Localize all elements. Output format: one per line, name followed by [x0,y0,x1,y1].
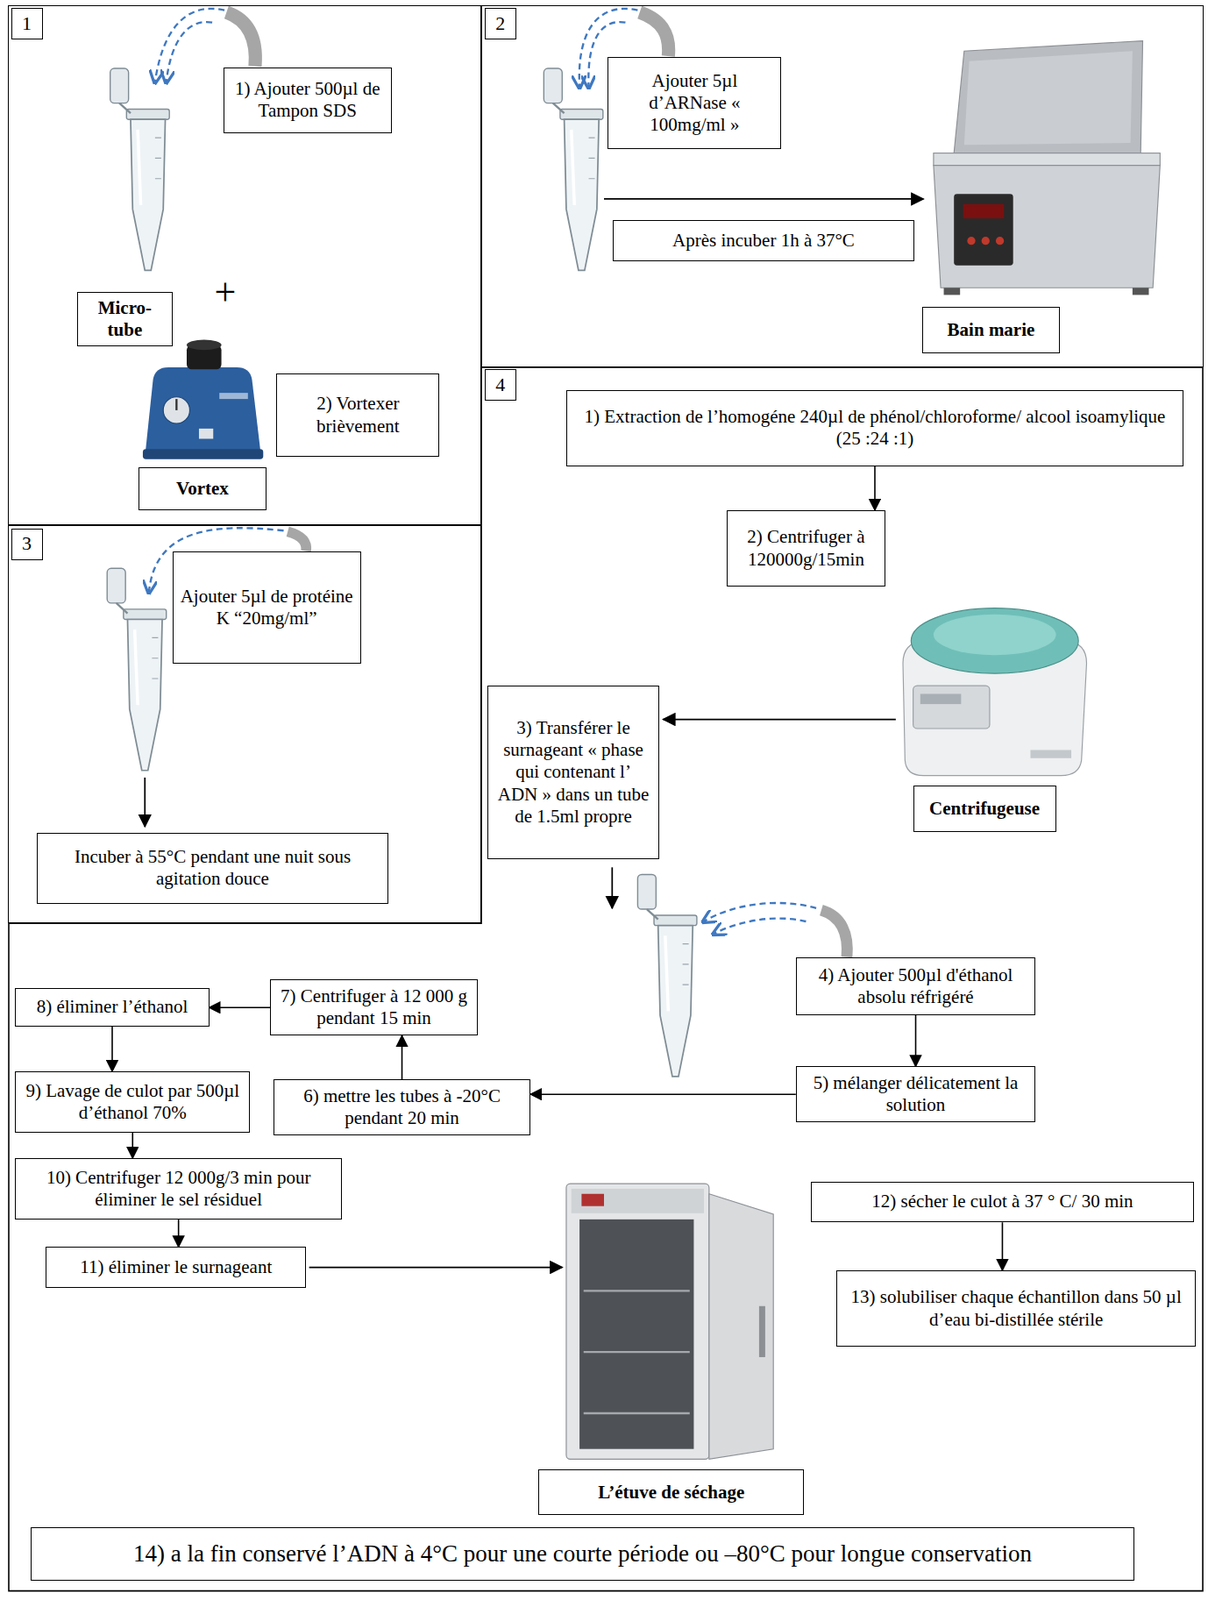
micro-tube-drawing [543,68,604,271]
step-box: Ajouter 5µl de protéine K “20mg/ml” [172,551,362,664]
flow-arrow [663,718,896,721]
centrifuge-drawing [902,608,1087,776]
step-box: Ajouter 5µl d’ARNase « 100mg/ml » [607,56,782,150]
water-bath-drawing [933,41,1160,296]
flow-arrow [131,1132,134,1159]
flow-arrow [874,466,876,511]
micro-tube-drawing [106,568,167,770]
flow-arrow [143,777,146,827]
step-text: 4) Ajouter 500µl d'éthanol absolu réfrig… [803,964,1029,1009]
step-text: 14) a la fin conservé l’ADN à 4°C pour u… [133,1539,1032,1568]
step-text: Ajouter 5µl d’ARNase « 100mg/ml » [615,70,774,137]
step-text: 6) mettre les tubes à -20°C pendant 20 m… [281,1085,523,1130]
step-box: 9) Lavage de culot par 500µl d’éthanol 7… [14,1071,250,1133]
step-number-box: 4 [484,369,517,401]
step-number-box: 3 [11,528,43,561]
flow-arrow [915,1015,917,1066]
flow-arrow [401,1035,404,1080]
equipment-label: Bain marie [922,306,1060,353]
step-number-box: 1 [11,7,43,40]
step-box: 13) solubiliser chaque échantillon dans … [836,1270,1196,1347]
micro-tube-drawing [110,68,171,271]
step-number: 1 [21,12,32,36]
step-text: Ajouter 5µl de protéine K “20mg/ml” [180,585,354,630]
step-number-box: 2 [484,7,517,40]
step-box: 11) éliminer le surnageant [45,1246,306,1288]
step-box: 2) Vortexer brièvement [276,373,440,457]
panel-border [8,367,1203,1592]
step-box: Incuber à 55°C pendant une nuit sous agi… [36,832,390,904]
drying-oven-drawing [566,1183,774,1459]
step-box: 10) Centrifuger 12 000g/3 min pour élimi… [14,1158,342,1220]
step-box: 8) éliminer l’éthanol [14,987,209,1027]
step-text: 1) Ajouter 500µl de Tampon SDS [231,78,384,122]
step-text: 1) Extraction de l’homogéne 240µl de phé… [574,405,1176,450]
micro-tube-drawing [637,874,697,1076]
step-text: 2) Centrifuger à 120000g/15min [734,525,879,570]
step-text: 13) solubiliser chaque échantillon dans … [844,1286,1188,1330]
step-text: 12) sécher le culot à 37 ° C/ 30 min [871,1190,1133,1213]
add-arrow [703,902,847,958]
step-text: 9) Lavage de culot par 500µl d’éthanol 7… [22,1080,242,1124]
plus-sign: + [213,273,236,313]
step-number: 4 [495,373,505,397]
step-box: 7) Centrifuger à 12 000 g pendant 15 min [270,979,477,1036]
equipment-name: Micro-tube [85,297,164,342]
flow-arrow [177,1219,180,1247]
step-text: Après incuber 1h à 37°C [672,229,855,252]
step-box: 12) sécher le culot à 37 ° C/ 30 min [810,1181,1194,1223]
flow-arrow [209,1006,271,1009]
step-text: 7) Centrifuger à 12 000 g pendant 15 min [277,985,469,1030]
equipment-name: Bain marie [947,319,1036,342]
step-text: 5) mélanger délicatement la solution [803,1072,1029,1116]
step-box: 6) mettre les tubes à -20°C pendant 20 m… [273,1079,531,1136]
step-box: 1) Extraction de l’homogéne 240µl de phé… [566,390,1184,467]
step-number: 2 [495,12,505,36]
step-panel: 1) Extraction de l’homogéne 240µl de phé… [7,367,1204,1592]
flow-arrow [111,1026,114,1072]
flow-arrow [1001,1222,1004,1271]
flow-arrow [530,1093,796,1095]
equipment-label: Centrifugeuse [913,785,1057,832]
step-text: 3) Transférer le surnageant « phase qui … [495,717,652,828]
flow-arrow [604,198,924,200]
step-text: 11) éliminer le surnageant [79,1256,272,1279]
step-text: 10) Centrifuger 12 000g/3 min pour élimi… [22,1166,334,1211]
equipment-name: L’étuve de séchage [597,1481,745,1504]
step-box: Après incuber 1h à 37°C [612,220,914,262]
step-panel: Ajouter 5µl de protéine K “20mg/ml” Incub… [7,525,482,924]
flow-arrow [611,866,613,909]
equipment-name: Vortex [176,477,229,500]
equipment-label: Vortex [138,467,266,511]
equipment-label: Micro-tube [77,291,172,347]
step-panel: Ajouter 5µl d’ARNase « 100mg/ml » Après i… [481,5,1204,368]
step-text: Incuber à 55°C pendant une nuit sous agi… [44,845,382,890]
step-text: 8) éliminer l’éthanol [36,995,189,1018]
equipment-name: Centrifugeuse [929,797,1040,820]
equipment-label: L’étuve de séchage [538,1469,804,1515]
step-box: 1) Ajouter 500µl de Tampon SDS [223,67,392,135]
flow-arrow [309,1266,563,1269]
step-box: 14) a la fin conservé l’ADN à 4°C pour u… [30,1527,1135,1581]
step-box: 4) Ajouter 500µl d'éthanol absolu réfrig… [795,957,1037,1016]
step-number: 3 [21,532,32,555]
step-text: 2) Vortexer brièvement [284,392,432,437]
vortex-drawing [142,340,263,460]
step-box: 5) mélanger délicatement la solution [795,1065,1037,1123]
step-panel: 1) Ajouter 500µl de Tampon SDS Micro-tube… [7,5,482,526]
step-box: 2) Centrifuger à 120000g/15min [726,510,887,587]
step-box: 3) Transférer le surnageant « phase qui … [487,685,660,860]
